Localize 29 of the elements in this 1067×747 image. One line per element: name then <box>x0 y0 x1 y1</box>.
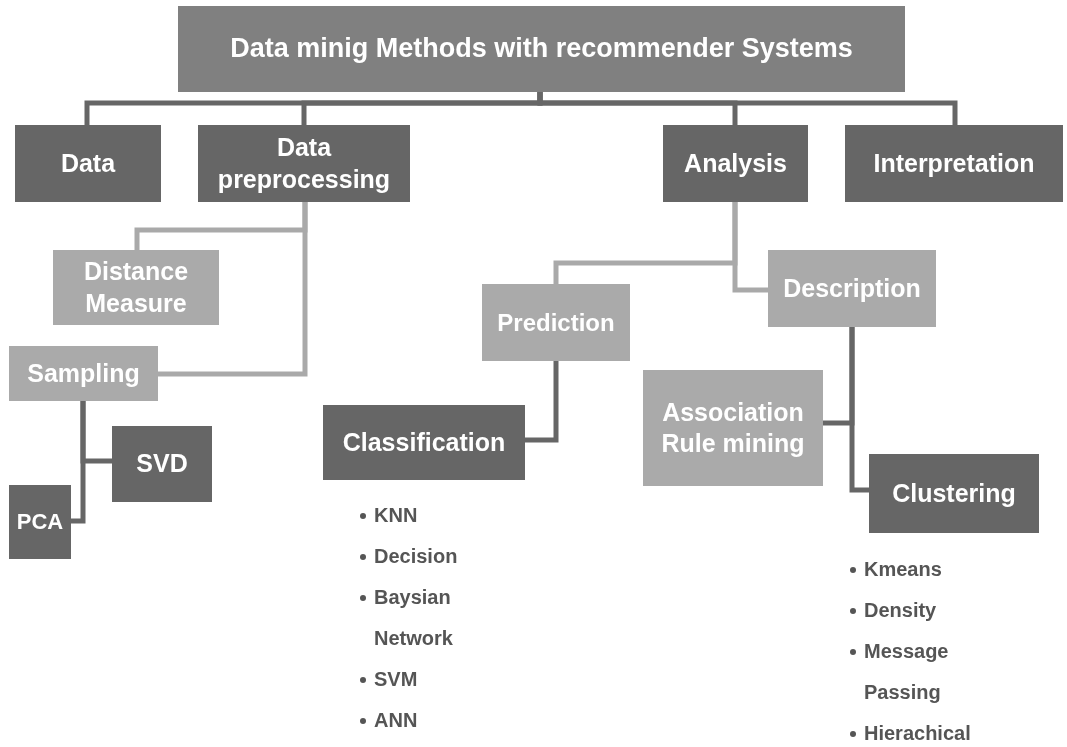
stage-box: Data preprocessing <box>198 125 410 202</box>
connector-line <box>525 361 559 443</box>
connector-line <box>71 401 86 524</box>
connector-line <box>849 327 869 493</box>
technique-box: PCA <box>9 485 71 559</box>
bullet-item: Hierachical <box>864 721 972 746</box>
bullet-item: Baysian Network <box>374 585 454 651</box>
method-box: Description <box>768 250 936 327</box>
bullet-item: Kmeans <box>864 557 943 582</box>
technique-box: Clustering <box>869 454 1039 533</box>
bullet-item: Message Passing <box>864 639 950 705</box>
stage-box: Analysis <box>663 125 808 202</box>
method-box: Sampling <box>9 346 158 401</box>
bullet-item: ANN <box>374 708 419 733</box>
connector-line <box>732 202 768 293</box>
technique-box: SVD <box>112 426 212 502</box>
bullet-item: Decision <box>374 544 459 569</box>
stage-box: Data <box>15 125 161 202</box>
method-box: Distance Measure <box>53 250 219 325</box>
bullet-item: SVM <box>374 667 419 692</box>
method-box: Association Rule mining <box>643 370 823 486</box>
connector-line <box>537 92 958 125</box>
bullet-item: KNN <box>374 503 419 528</box>
technique-box: Classification <box>323 405 525 480</box>
connector-line <box>158 202 308 377</box>
title-box: Data minig Methods with recommender Systems <box>178 6 905 92</box>
bullet-item: Density <box>864 598 938 623</box>
stage-box: Interpretation <box>845 125 1063 202</box>
method-box: Prediction <box>482 284 630 361</box>
